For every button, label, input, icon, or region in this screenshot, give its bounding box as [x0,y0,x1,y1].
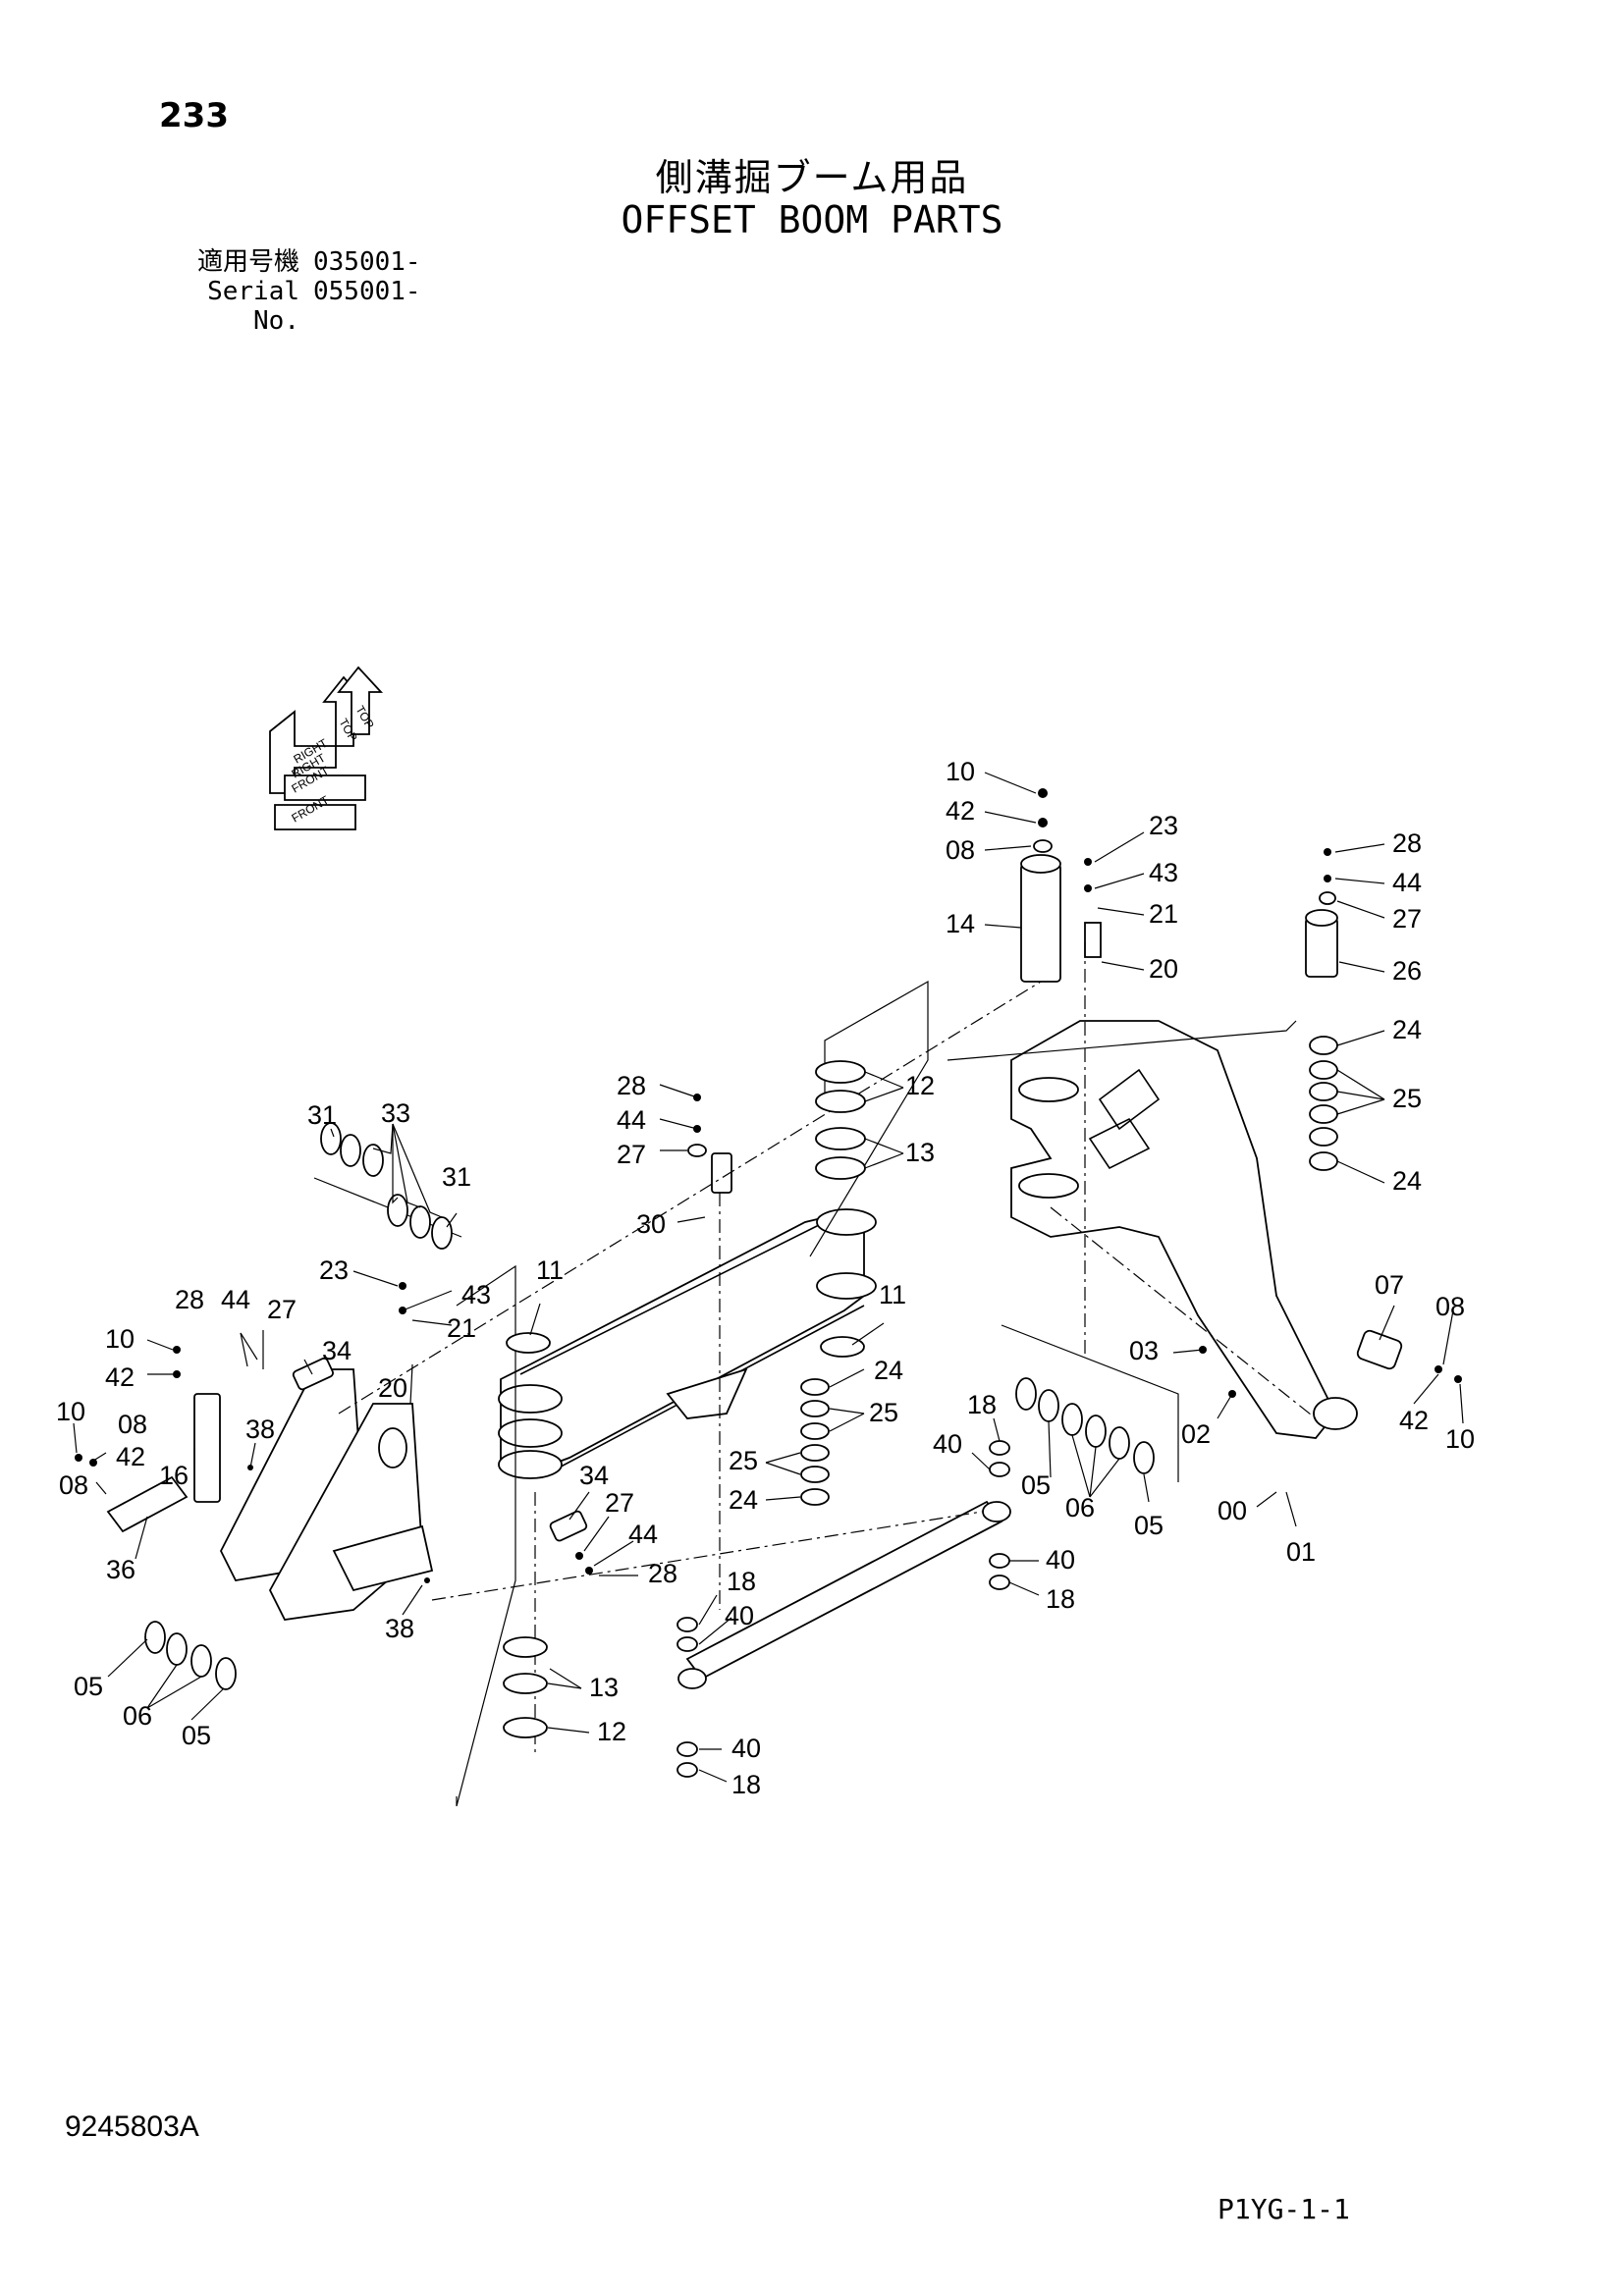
callout-label: 02 [1181,1419,1211,1449]
callout-label: 44 [628,1520,658,1549]
callout-label: 21 [1149,899,1178,929]
callout-label: 34 [579,1461,609,1490]
callout-label: 21 [447,1313,476,1343]
callout-label: 40 [1046,1545,1075,1575]
callout-label: 08 [118,1410,147,1439]
callout-label: 38 [385,1614,414,1643]
callout-label: 42 [946,796,975,826]
callout-label: 25 [869,1398,898,1427]
callout-label: 40 [731,1734,761,1763]
callout-label: 20 [378,1373,407,1403]
callout-label: 05 [1134,1511,1164,1540]
callout-label: 14 [946,909,975,938]
callout-label: 11 [536,1255,564,1285]
callout-label: 28 [648,1559,677,1588]
serial-info: 適用号機 035001- Serial No. 055001- [152,247,421,336]
callout-label: 27 [267,1295,297,1324]
callout-label: 08 [1435,1292,1465,1321]
callout-label: 40 [725,1601,754,1630]
callout-label: 27 [1392,904,1422,934]
serial-row-applicable: 適用号機 035001- [152,247,421,277]
callout-label: 23 [319,1255,349,1285]
serial-label: 適用号機 [196,247,299,277]
callout-label: 10 [1445,1424,1475,1454]
page-number: 233 [159,96,229,135]
page-code: P1YG-1-1 [1218,2193,1350,2225]
callout-label: 12 [597,1717,626,1746]
callout-label: 24 [1392,1166,1422,1196]
page-title-japanese: 側溝掘ブーム用品 [655,156,969,199]
callout-label: 24 [1392,1015,1422,1044]
callout-label: 27 [617,1140,646,1169]
callout-label: 08 [946,835,975,865]
hardware-items [75,788,1462,1583]
callout-label: 31 [442,1162,471,1192]
callout-label: 38 [245,1415,275,1444]
callout-label: 06 [123,1701,152,1731]
callout-label: 24 [729,1485,758,1515]
callout-label: 05 [182,1721,211,1750]
callout-label: 16 [159,1461,189,1490]
callout-label: 30 [636,1209,666,1239]
callout-label: 03 [1129,1336,1159,1365]
callout-label: 43 [461,1280,491,1309]
callout-label: 10 [56,1397,85,1426]
callout-label: 40 [933,1429,962,1459]
callout-labels: 10 42 08 14 23 43 21 20 28 44 27 26 24 1… [56,757,1475,1799]
callout-label: 28 [175,1285,204,1314]
callout-label: 05 [74,1672,103,1701]
orientation-arrows-icon: RIGHT RIGHT TOP TOP FRONT FRONT [269,666,384,830]
serial-value: 035001- [313,247,421,277]
serial-label: Serial No. [207,277,299,336]
serial-row-number: Serial No. 055001- [152,277,421,336]
callout-label: 42 [116,1442,145,1471]
callout-label: 24 [874,1356,903,1385]
callout-label: 05 [1021,1470,1051,1500]
callout-label: 12 [905,1071,935,1100]
washers-shims [144,1036,1338,1778]
callout-label: 25 [729,1446,758,1475]
callout-label: 33 [381,1098,410,1128]
callout-label: 10 [946,757,975,786]
callout-label: 44 [221,1285,250,1314]
callout-label: 01 [1286,1537,1316,1567]
callout-label: 28 [617,1071,646,1100]
callout-label: 42 [105,1362,135,1392]
callout-label: 00 [1218,1496,1247,1525]
callout-label: 27 [605,1488,634,1518]
callout-label: 31 [307,1100,337,1130]
offset-boom-drawing [106,854,1403,1807]
serial-value: 055001- [313,277,421,306]
callout-label: 44 [1392,868,1422,897]
callout-label: 23 [1149,811,1178,840]
callout-label: 13 [905,1138,935,1167]
callout-label: 26 [1392,956,1422,986]
callout-label: 18 [731,1770,761,1799]
callout-label: 28 [1392,828,1422,858]
callout-label: 20 [1149,954,1178,984]
callout-label: 13 [589,1673,619,1702]
document-number: 9245803A [65,2110,199,2143]
callout-label: 42 [1399,1406,1429,1435]
callout-label: 36 [106,1555,135,1584]
callout-label: 18 [1046,1584,1075,1614]
callout-label: 08 [59,1470,88,1500]
callout-label: 10 [105,1324,135,1354]
callout-leaders [73,772,1464,1783]
callout-label: 07 [1375,1270,1404,1300]
callout-label: 25 [1392,1084,1422,1113]
callout-label: 34 [322,1336,352,1365]
page-title-english: OFFSET BOOM PARTS [621,198,1003,241]
callout-label: 06 [1065,1493,1095,1522]
callout-label: 43 [1149,858,1178,887]
callout-label: 11 [879,1280,906,1309]
callout-label: 18 [727,1567,756,1596]
callout-label: 18 [967,1390,997,1419]
callout-label: 44 [617,1105,646,1135]
